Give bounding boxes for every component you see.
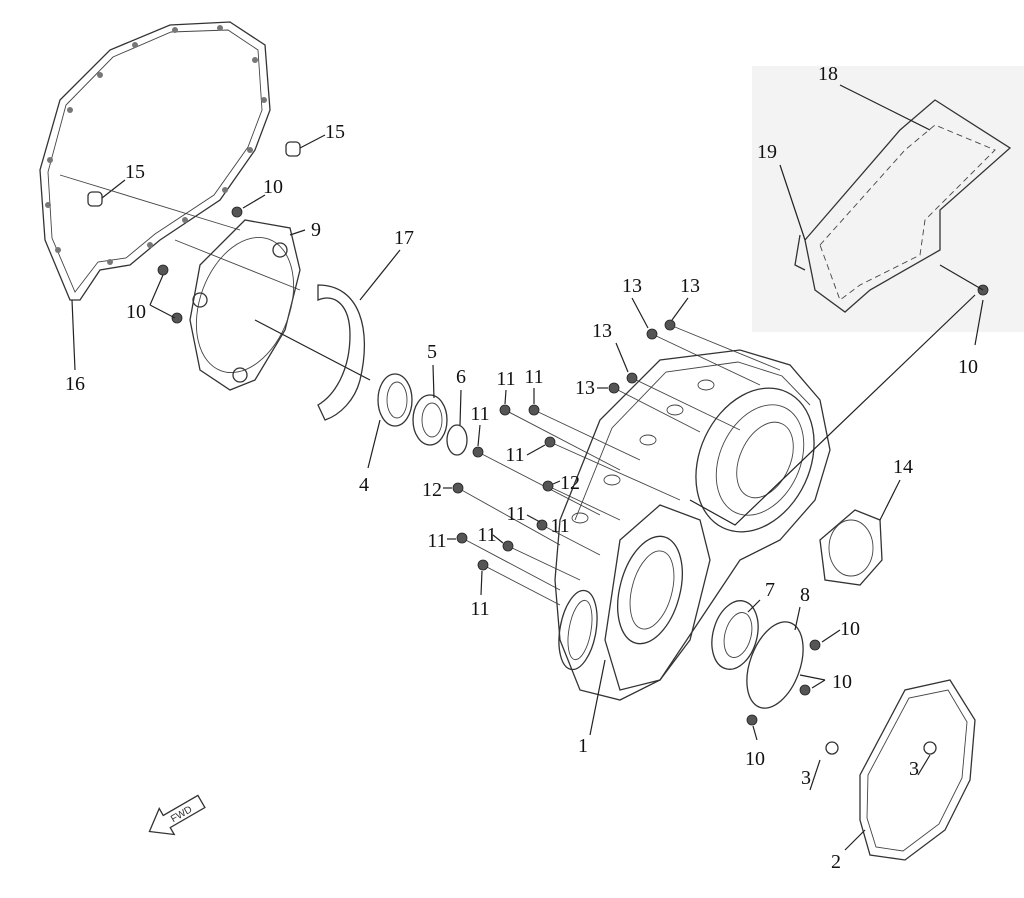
callout-8: 8 (800, 584, 810, 606)
callout-11: 11 (427, 530, 446, 552)
callout-9: 9 (311, 219, 321, 241)
cover-plate-part-8 (746, 621, 804, 709)
callout-11: 11 (505, 444, 524, 466)
bolt-set (443, 297, 781, 606)
bushing-part-15 (285, 141, 301, 157)
callout-11: 11 (506, 503, 525, 525)
callout-18: 18 (818, 63, 838, 85)
fwd-label: FWD (169, 804, 194, 825)
callout-10: 10 (958, 356, 978, 378)
callout-3: 3 (909, 758, 919, 780)
callout-11: 11 (524, 366, 543, 388)
callout-1: 1 (578, 735, 588, 757)
callout-16: 16 (65, 373, 85, 395)
bearing-part-7 (711, 600, 759, 670)
callout-19: 19 (757, 141, 777, 163)
crankcase-cover-part-1 (554, 294, 976, 736)
heat-shield-part-18 (779, 84, 1012, 346)
callout-10: 10 (832, 671, 852, 693)
callout-10: 10 (263, 176, 283, 198)
callout-10: 10 (840, 618, 860, 640)
callout-11: 11 (550, 515, 569, 537)
callout-10: 10 (126, 301, 146, 323)
bearing-part-5 (412, 394, 448, 446)
callout-14: 14 (893, 456, 913, 478)
callout-13: 13 (592, 320, 612, 342)
callout-11: 11 (470, 403, 489, 425)
callout-15: 15 (325, 121, 345, 143)
cover-plate-part-9 (189, 219, 371, 391)
callout-11: 11 (477, 524, 496, 546)
callout-13: 13 (680, 275, 700, 297)
callout-12: 12 (560, 472, 580, 494)
callout-7: 7 (765, 579, 775, 601)
callout-12: 12 (422, 479, 442, 501)
callout-15: 15 (125, 161, 145, 183)
callout-2: 2 (831, 851, 841, 873)
gasket-part-2 (809, 679, 976, 861)
callout-13: 13 (575, 377, 595, 399)
callout-6: 6 (456, 366, 466, 388)
bushing-part-15 (87, 191, 103, 207)
callout-4: 4 (359, 474, 369, 496)
callout-13: 13 (622, 275, 642, 297)
band-part-17 (317, 249, 401, 421)
oring-part-6 (446, 424, 468, 456)
callout-11: 11 (470, 598, 489, 620)
fwd-arrow-icon: FWD (148, 794, 206, 836)
callout-5: 5 (427, 341, 437, 363)
callout-11: 11 (496, 368, 515, 390)
gasket-part-16 (39, 21, 271, 371)
callout-10: 10 (745, 748, 765, 770)
callout-17: 17 (394, 227, 414, 249)
callout-3: 3 (801, 767, 811, 789)
seal-part-4 (377, 373, 413, 427)
gasket-part-14 (819, 479, 901, 586)
